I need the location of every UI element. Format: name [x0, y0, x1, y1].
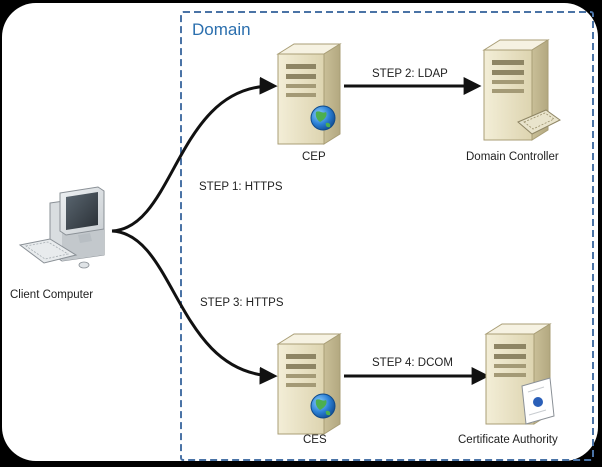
certificate-icon	[521, 377, 555, 425]
keyboard-icon	[517, 109, 561, 135]
certificate-authority-label: Certificate Authority	[458, 434, 558, 446]
step3-label: STEP 3: HTTPS	[200, 297, 284, 309]
edge-step3	[111, 229, 278, 385]
domain-controller-server-icon	[482, 39, 561, 141]
ces-server-icon	[276, 333, 342, 435]
step4-label: STEP 4: DCOM	[372, 357, 453, 369]
desktop-computer-icon	[18, 186, 105, 269]
edge-step1	[111, 76, 278, 233]
globe-icon	[310, 393, 336, 419]
cep-server-icon	[276, 43, 342, 145]
step2-label: STEP 2: LDAP	[372, 68, 448, 80]
cep-label: CEP	[302, 151, 326, 163]
client-computer-label: Client Computer	[10, 289, 94, 301]
domain-boundary	[180, 11, 594, 461]
certificate-authority-server-icon	[484, 323, 555, 425]
domain-title: Domain	[192, 20, 251, 39]
step1-label: STEP 1: HTTPS	[199, 181, 283, 193]
domain-controller-label: Domain Controller	[466, 151, 559, 163]
globe-icon	[310, 105, 336, 131]
connections	[111, 76, 490, 385]
ces-label: CES	[303, 434, 327, 446]
